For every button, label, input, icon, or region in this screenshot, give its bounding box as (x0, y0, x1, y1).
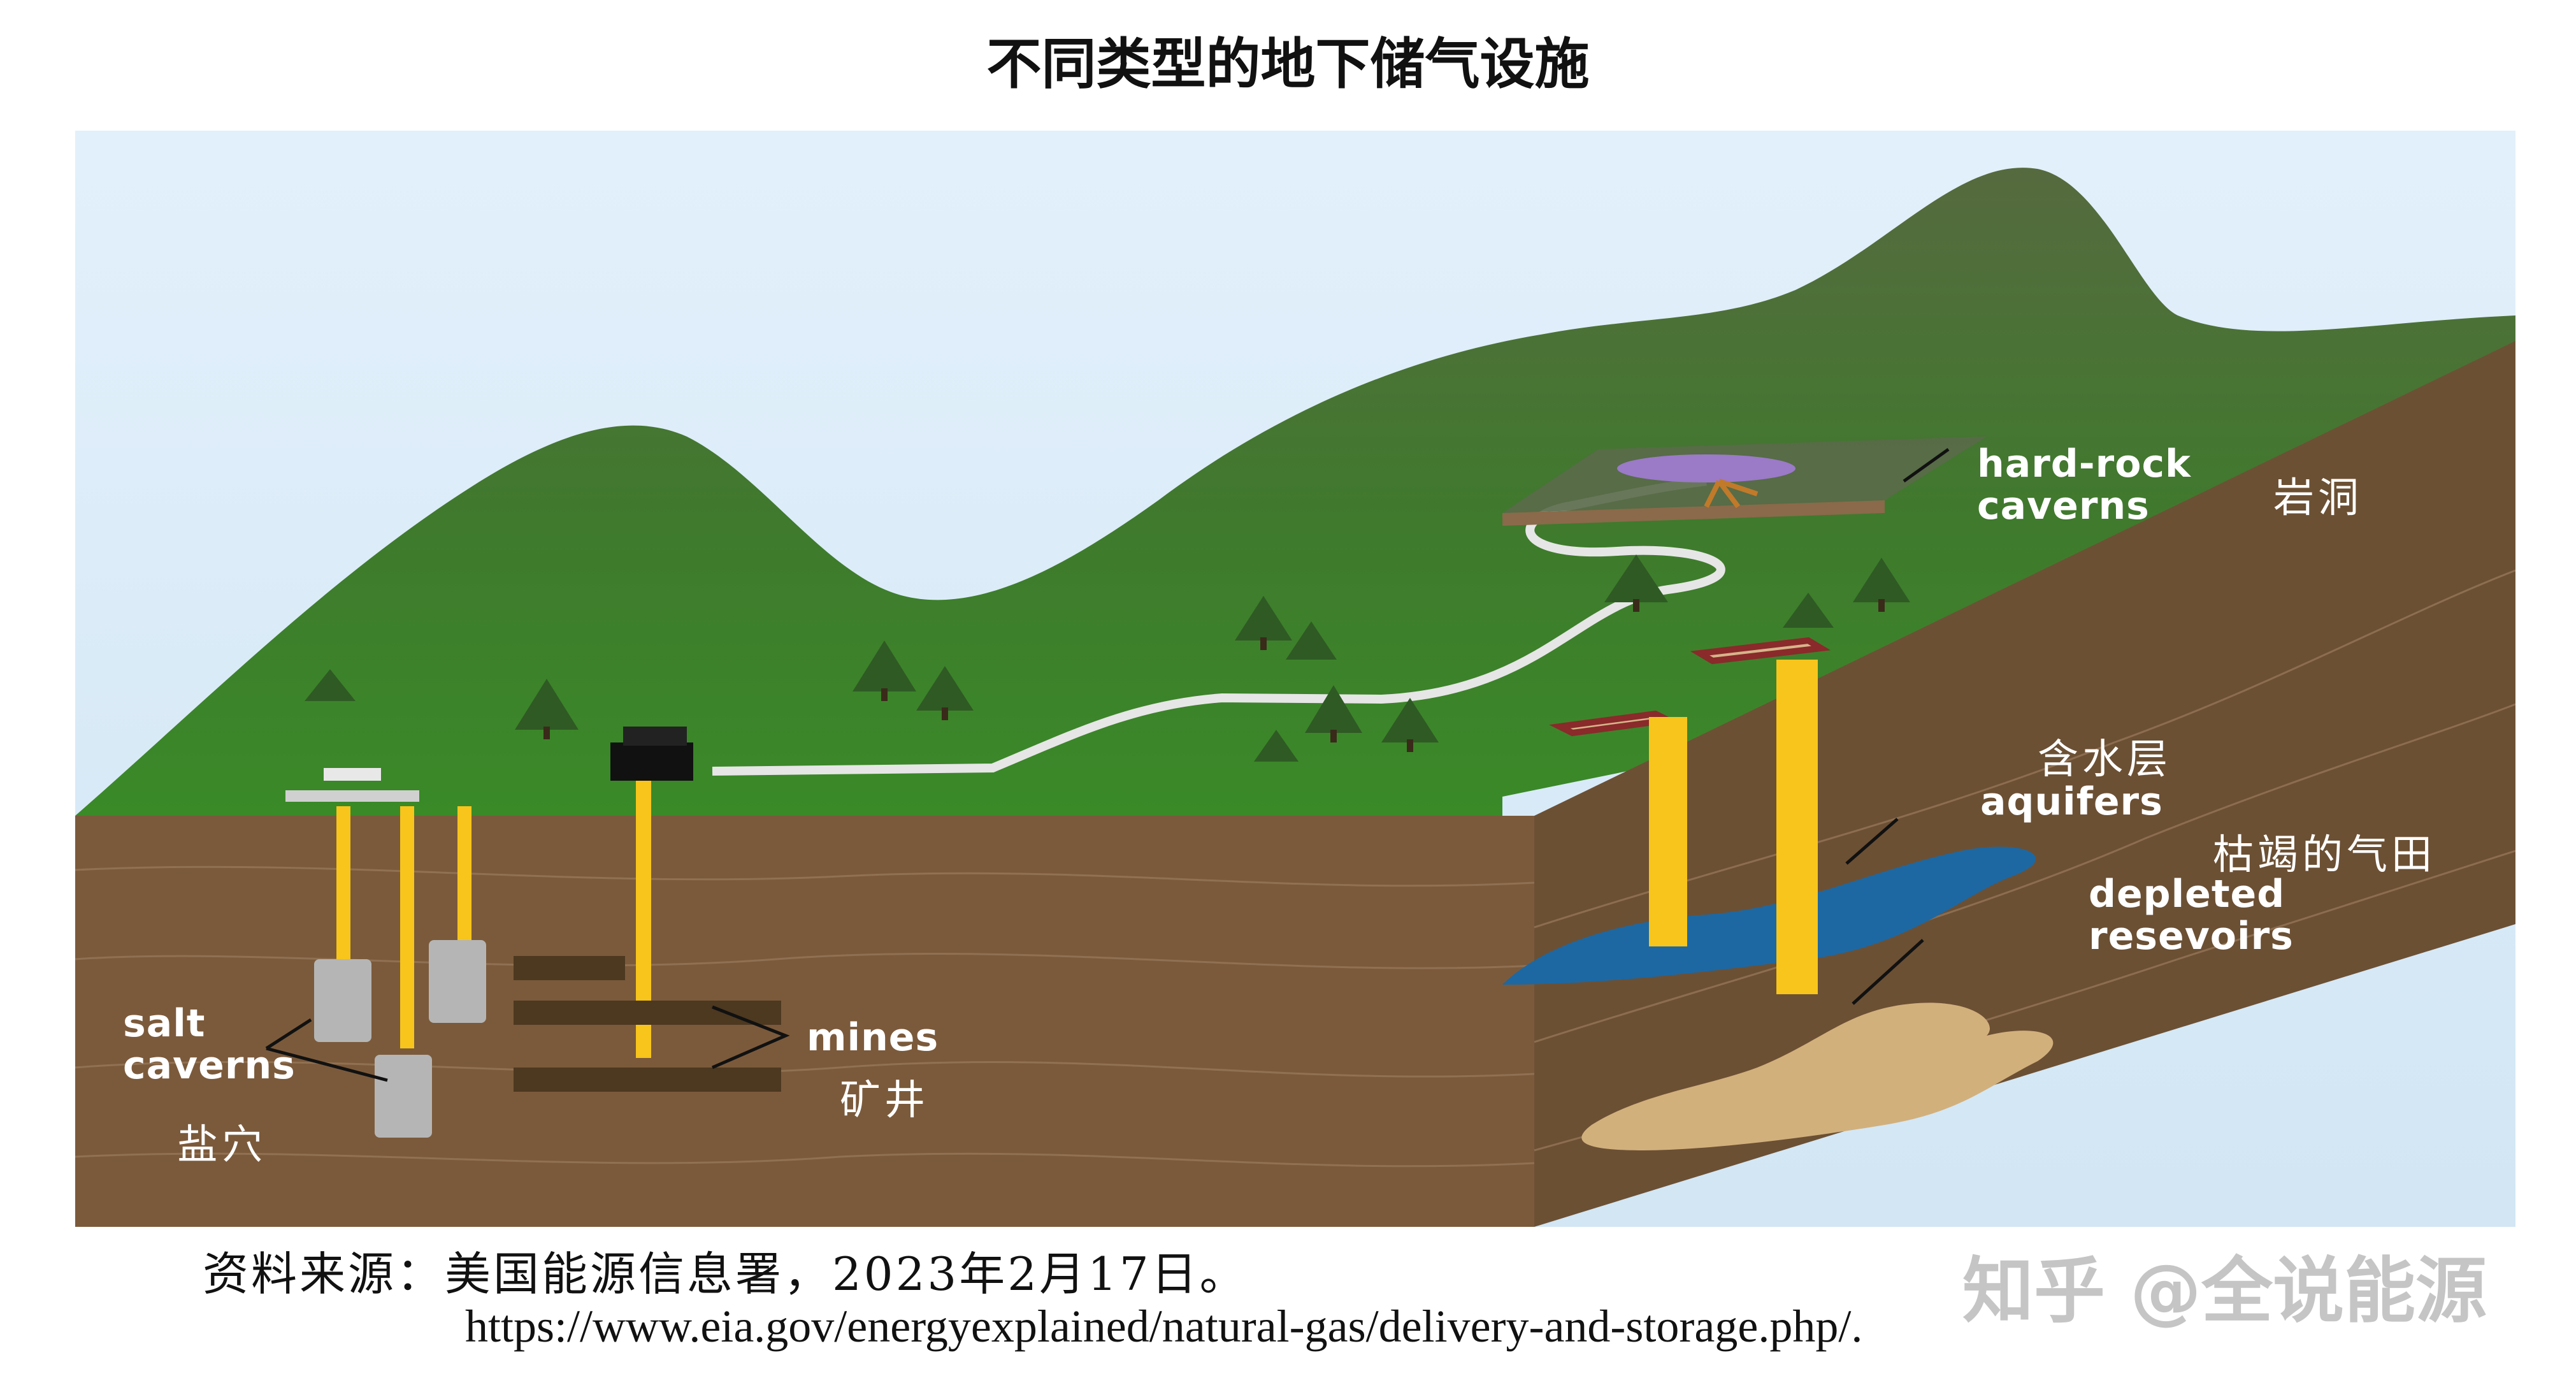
label-depleted-reservoirs-cn: 枯竭的气田 (2213, 832, 2436, 879)
page-title: 不同类型的地下储气设施 (986, 33, 1590, 96)
hard-rock-cavern (1617, 454, 1795, 482)
ground-front (75, 816, 1534, 1227)
label-mines-cn: 矿井 (840, 1077, 929, 1124)
mine-structure (514, 727, 790, 1092)
watermark: 知乎 @全说能源 (1962, 1250, 2487, 1333)
aquifer-wells (1549, 447, 1950, 1005)
label-aquifers-cn: 含水层 (2038, 736, 2171, 783)
label-hard-rock-caverns-cn: 岩洞 (2273, 475, 2363, 522)
ground-side (1534, 341, 2515, 1227)
aquifer (1502, 846, 2036, 985)
label-salt-caverns-cn: 盐穴 (177, 1122, 266, 1169)
label-aquifers: aquifers (1980, 779, 2163, 824)
reservoir (1581, 1003, 2054, 1150)
label-mines: mines (807, 1015, 939, 1060)
salt-cavern-wells (265, 768, 486, 1138)
trees (305, 554, 1910, 762)
source-url: https://www.eia.gov/energyexplained/natu… (465, 1301, 1863, 1352)
source-line: 资料来源：美国能源信息署，2023年2月17日。 (203, 1247, 1248, 1301)
diagram-illustration (75, 131, 2515, 1227)
